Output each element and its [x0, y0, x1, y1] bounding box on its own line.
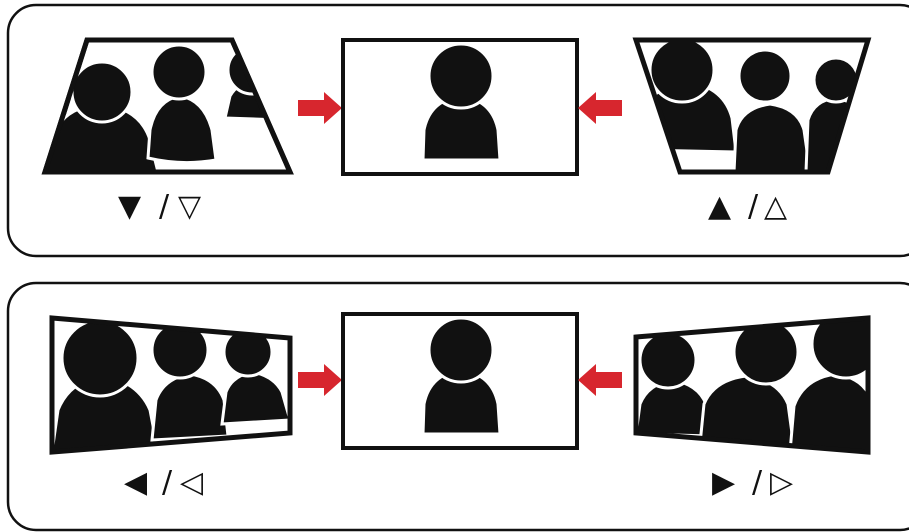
outline-trapezoid-left-icon: ◁	[180, 465, 203, 500]
arrow-right-icon	[298, 92, 342, 124]
right-keystone-label: ▲ / △	[708, 189, 787, 224]
corrected-screen	[343, 40, 577, 174]
outline-trapezoid-right-icon: ▷	[770, 465, 793, 500]
label-separator: /	[162, 465, 173, 500]
arrow-right-icon	[298, 364, 342, 396]
label-separator: /	[159, 189, 170, 224]
person-icon	[806, 58, 870, 172]
corrected-screen	[343, 314, 577, 448]
distorted-screen-right-tall	[636, 310, 880, 452]
distorted-screen-top-wide	[45, 40, 290, 172]
right-keystone-label: ▶ / ▷	[712, 465, 793, 500]
arrow-left-icon	[578, 364, 622, 396]
arrow-left-icon	[578, 92, 622, 124]
solid-triangle-left-icon: ◀	[124, 465, 147, 500]
left-keystone-label: ◀ / ◁	[124, 465, 203, 500]
distorted-screen-left-tall	[52, 318, 290, 452]
solid-triangle-down-icon: ▼	[118, 189, 141, 224]
label-separator: /	[752, 465, 763, 500]
panel-vertical-keystone: ▼ / ▽ ▲ / △	[8, 5, 909, 256]
solid-triangle-right-icon: ▶	[712, 465, 735, 500]
left-keystone-label: ▼ / ▽	[118, 189, 201, 224]
panel-horizontal-keystone: ◀ / ◁ ▶ / ▷	[8, 283, 909, 530]
outline-trapezoid-down-icon: ▽	[178, 189, 201, 224]
label-separator: /	[748, 189, 759, 224]
distorted-screen-bottom-narrow	[636, 38, 870, 172]
solid-triangle-up-icon: ▲	[708, 189, 731, 224]
outline-trapezoid-up-icon: △	[764, 189, 787, 224]
